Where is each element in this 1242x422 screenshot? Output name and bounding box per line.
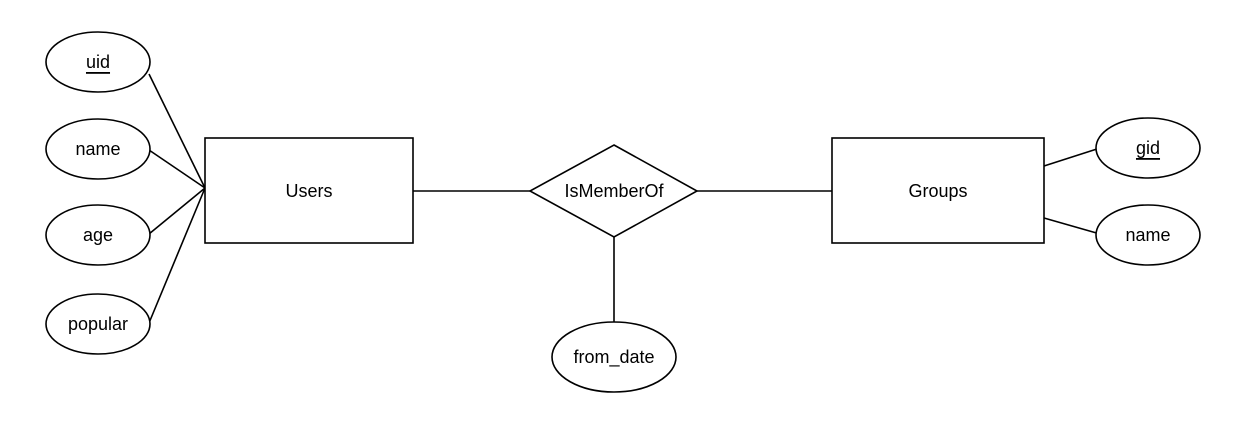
attribute-users-name-ellipse bbox=[45, 118, 151, 180]
attribute-users-name[interactable]: name bbox=[45, 118, 151, 180]
attribute-groups-name[interactable]: name bbox=[1095, 204, 1201, 266]
edge-users-popular bbox=[148, 187, 206, 324]
entity-groups-label: Groups bbox=[908, 181, 967, 201]
attribute-groups-name-ellipse bbox=[1095, 204, 1201, 266]
entity-users-box bbox=[204, 137, 414, 244]
attribute-gid[interactable]: gid bbox=[1095, 117, 1201, 179]
attribute-age[interactable]: age bbox=[45, 204, 151, 266]
connectors bbox=[148, 73, 1101, 324]
attribute-gid-label: gid bbox=[1136, 138, 1160, 158]
attribute-uid-label: uid bbox=[86, 52, 110, 72]
entity-users[interactable]: Users bbox=[204, 137, 414, 244]
entity-users-label: Users bbox=[285, 181, 332, 201]
entity-groups[interactable]: Groups bbox=[831, 137, 1045, 244]
attribute-uid-ellipse bbox=[45, 31, 151, 93]
edge-groups-gid bbox=[1043, 147, 1101, 167]
attribute-age-ellipse bbox=[45, 204, 151, 266]
edge-users-uid bbox=[148, 73, 206, 189]
entity-groups-box bbox=[831, 137, 1045, 244]
attribute-age-label: age bbox=[83, 225, 113, 245]
relationship-label: IsMemberOf bbox=[564, 181, 664, 201]
attribute-popular-label: popular bbox=[68, 314, 128, 334]
attribute-from-date[interactable]: from_date bbox=[551, 321, 677, 393]
attribute-from-date-label: from_date bbox=[573, 347, 654, 368]
edge-users-name bbox=[148, 149, 206, 189]
relationship-ismemberof[interactable]: IsMemberOf bbox=[528, 144, 699, 238]
edge-groups-name bbox=[1043, 217, 1101, 235]
attribute-from-date-ellipse bbox=[551, 321, 677, 393]
attribute-users-name-label: name bbox=[75, 139, 120, 159]
attribute-gid-ellipse bbox=[1095, 117, 1201, 179]
attribute-popular[interactable]: popular bbox=[45, 293, 151, 355]
attribute-groups-name-label: name bbox=[1125, 225, 1170, 245]
attribute-popular-ellipse bbox=[45, 293, 151, 355]
attribute-uid[interactable]: uid bbox=[45, 31, 151, 93]
relationship-diamond bbox=[528, 144, 699, 238]
edge-users-age bbox=[148, 187, 206, 235]
